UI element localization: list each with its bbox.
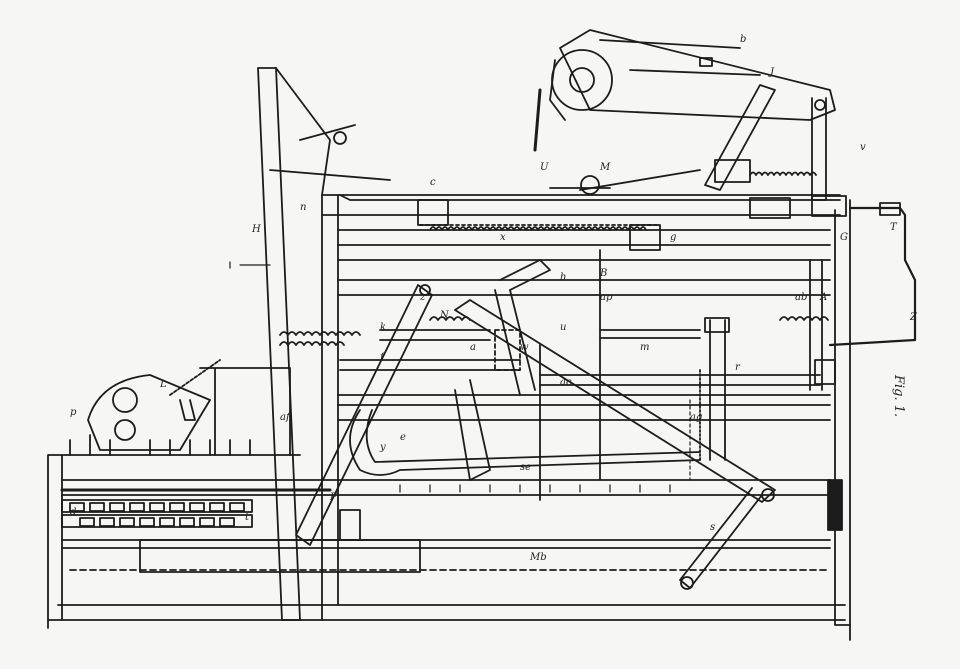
label-m: m [640,342,649,353]
label-a2: a [470,342,476,353]
diagonal-levers [295,259,836,590]
label-b: B [599,268,607,279]
label-mb: Mb [529,552,547,563]
label-n2: N [439,310,450,321]
vertical-lever-column [257,67,391,621]
label-e: e [400,432,406,443]
label-b2: b [740,34,746,45]
label-ap: ap [600,292,613,303]
label-k: k [380,322,386,333]
label-r: r [735,362,741,373]
label-c: c [430,177,436,188]
part-labels: H A L B a b c d e f g h k m n p r s t u … [70,34,918,563]
label-ag: ag [690,412,702,423]
label-z: z [419,292,426,303]
label-y: y [379,442,386,453]
label-ac: ac [560,377,572,388]
label-f2: F [329,492,338,503]
label-h2: h [560,272,566,283]
key-blocks [60,479,843,573]
label-t2: T [890,222,898,233]
label-t: t [245,512,250,523]
feed-roller [69,359,291,456]
label-x: x [500,232,506,243]
label-p: p [70,407,77,418]
label-ab: ab [795,292,807,303]
label-m3: M [599,162,611,173]
label-l: L [159,379,167,390]
label-h: H [251,224,261,235]
top-feed-mechanism [533,29,836,201]
spring-bars [279,316,829,386]
label-s: s [710,522,715,533]
label-z2: Z [909,312,918,323]
label-se: se [520,462,531,473]
label-af: af [280,412,292,423]
label-v: v [860,142,866,153]
main-frame [47,194,851,641]
label-u: u [560,322,566,333]
label-d: d [70,507,76,518]
detail-ticks [229,261,691,493]
label-a: A [819,292,827,303]
figure-caption: Fig. 1. [891,374,906,417]
label-f: f [379,352,386,363]
label-j: J [768,67,775,78]
label-u2: U [540,162,549,173]
label-g2: G [840,232,848,243]
rack-bar [339,194,917,347]
label-w: w [520,342,529,353]
label-n: n [300,202,306,213]
label-g: g [670,232,676,243]
